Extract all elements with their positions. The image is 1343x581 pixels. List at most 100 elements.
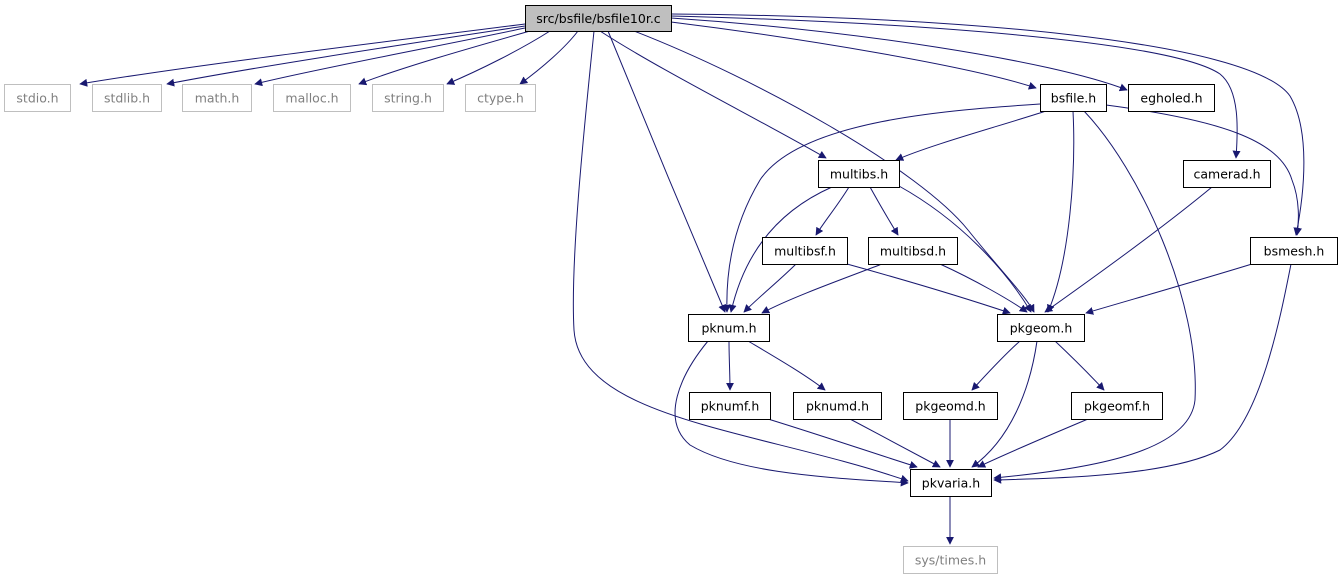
node-label-string: string.h	[384, 91, 432, 106]
node-label-bsfile: bsfile.h	[1051, 91, 1096, 106]
edge-pkgeom-to-pkvaria	[971, 340, 1038, 468]
edge-pknum-to-pknumf	[725, 340, 734, 391]
edge-bsmesh-to-pkgeom	[1085, 263, 1253, 315]
node-label-multibsd: multibsd.h	[880, 244, 946, 259]
edge-root-to-bsfile	[670, 21, 1037, 90]
node-box-pkvaria	[910, 469, 992, 497]
node-box-malloc	[273, 84, 351, 112]
node-pknumd[interactable]: pknumd.h	[793, 392, 882, 420]
node-box-stdlib	[92, 84, 162, 112]
node-label-pkgeom: pkgeom.h	[1010, 321, 1073, 336]
edge-root-to-pknum	[607, 30, 726, 313]
node-malloc: malloc.h	[273, 84, 351, 112]
node-pkgeomd[interactable]: pkgeomd.h	[903, 392, 998, 420]
edge-bsfile-to-bsmesh	[1105, 104, 1303, 236]
edge-root-to-multibs	[599, 30, 827, 159]
edge-root-to-malloc	[358, 30, 531, 86]
node-box-stdio	[4, 84, 71, 112]
node-label-stdio: stdio.h	[16, 91, 58, 106]
edge-bsfile-to-pkvaria	[993, 110, 1196, 482]
node-box-systimes	[903, 546, 998, 574]
node-bsfile[interactable]: bsfile.h	[1040, 84, 1107, 112]
node-label-pkgeomd: pkgeomd.h	[915, 399, 985, 414]
node-math: math.h	[182, 84, 252, 112]
edge-pknum-to-pknumd	[747, 340, 826, 391]
edge-root-to-egholed	[670, 17, 1128, 92]
node-label-multibs: multibs.h	[830, 167, 888, 182]
node-label-camerad: camerad.h	[1193, 167, 1260, 182]
node-ctype: ctype.h	[465, 84, 536, 112]
edge-bsmesh-to-pkvaria	[993, 263, 1292, 484]
edge-pkgeomf-to-pkvaria	[977, 418, 1089, 468]
node-label-pkgeomf: pkgeomf.h	[1084, 399, 1150, 414]
node-box-pknumf	[689, 392, 771, 420]
node-root[interactable]: src/bsfile/bsfile10r.c	[525, 5, 672, 32]
edge-multibs-to-multibsd	[869, 186, 899, 236]
node-label-stdlib: stdlib.h	[104, 91, 150, 106]
node-label-malloc: malloc.h	[285, 91, 338, 106]
node-box-camerad	[1183, 160, 1271, 188]
edge-pknum-to-pkvaria	[674, 340, 909, 487]
node-label-bsmesh: bsmesh.h	[1264, 244, 1325, 259]
edge-pknumf-to-pkvaria	[767, 418, 918, 469]
edge-root-to-stdlib	[166, 25, 526, 87]
edge-root-to-bsmesh	[670, 13, 1305, 236]
node-box-egholed	[1128, 84, 1215, 112]
node-box-multibsf	[762, 237, 848, 265]
node-box-pknum	[688, 314, 770, 342]
node-pknumf[interactable]: pknumf.h	[689, 392, 771, 420]
node-label-egholed: egholed.h	[1140, 91, 1202, 106]
edge-root-to-camerad	[670, 15, 1241, 159]
node-stdlib: stdlib.h	[92, 84, 162, 112]
edge-bsfile-to-pkgeom	[1047, 110, 1075, 313]
node-multibsf[interactable]: multibsf.h	[762, 237, 848, 265]
edge-root-to-math	[254, 27, 526, 87]
node-multibs[interactable]: multibs.h	[818, 160, 900, 188]
node-label-systimes: sys/times.h	[915, 553, 986, 568]
node-pkgeomf[interactable]: pkgeomf.h	[1071, 392, 1163, 420]
edge-root-to-stdio	[79, 23, 526, 87]
node-label-pkvaria: pkvaria.h	[922, 476, 980, 491]
edge-multibs-to-pkgeom	[898, 185, 1032, 313]
node-label-pknumf: pknumf.h	[701, 399, 760, 414]
node-pknum[interactable]: pknum.h	[688, 314, 770, 342]
edge-multibsd-to-pkgeom	[939, 263, 1028, 313]
node-multibsd[interactable]: multibsd.h	[868, 237, 958, 265]
edge-camerad-to-pkgeom	[1044, 186, 1213, 313]
node-box-ctype	[465, 84, 536, 112]
node-label-root: src/bsfile/bsfile10r.c	[536, 11, 661, 26]
node-systimes: sys/times.h	[903, 546, 998, 574]
edge-root-to-ctype	[519, 30, 579, 85]
node-box-pkgeomf	[1071, 392, 1163, 420]
edge-bsfile-to-multibs	[895, 110, 1047, 161]
node-bsmesh[interactable]: bsmesh.h	[1250, 237, 1338, 265]
node-camerad[interactable]: camerad.h	[1183, 160, 1271, 188]
node-label-math: math.h	[195, 91, 240, 106]
node-pkgeom[interactable]: pkgeom.h	[997, 314, 1085, 342]
node-box-bsfile	[1040, 84, 1107, 112]
node-label-ctype: ctype.h	[477, 91, 524, 106]
edge-bsfile-to-pknum	[722, 103, 1041, 313]
edge-pkgeom-to-pkgeomd	[971, 340, 1021, 391]
edge-multibsf-to-pknum	[743, 263, 797, 313]
edge-root-to-string	[446, 30, 551, 85]
node-box-pkgeom	[997, 314, 1085, 342]
node-egholed[interactable]: egholed.h	[1128, 84, 1215, 112]
node-label-pknum: pknum.h	[701, 321, 756, 336]
edge-multibs-to-multibsf	[815, 186, 850, 236]
node-label-pknumd: pknumd.h	[806, 399, 869, 414]
node-box-multibs	[818, 160, 900, 188]
edge-pknumd-to-pkvaria	[849, 418, 941, 468]
node-box-root	[525, 5, 672, 32]
node-box-math	[182, 84, 252, 112]
node-box-bsmesh	[1250, 237, 1338, 265]
node-box-multibsd	[868, 237, 958, 265]
edges-layer	[79, 13, 1305, 545]
node-pkvaria[interactable]: pkvaria.h	[910, 469, 992, 497]
edge-multibsd-to-pknum	[761, 263, 883, 314]
node-stdio: stdio.h	[4, 84, 71, 112]
node-string: string.h	[372, 84, 444, 112]
nodes-layer: src/bsfile/bsfile10r.c stdio.h stdlib.h mat…	[4, 5, 1338, 574]
node-box-pkgeomd	[903, 392, 998, 420]
edge-root-to-pkvaria	[572, 30, 909, 483]
